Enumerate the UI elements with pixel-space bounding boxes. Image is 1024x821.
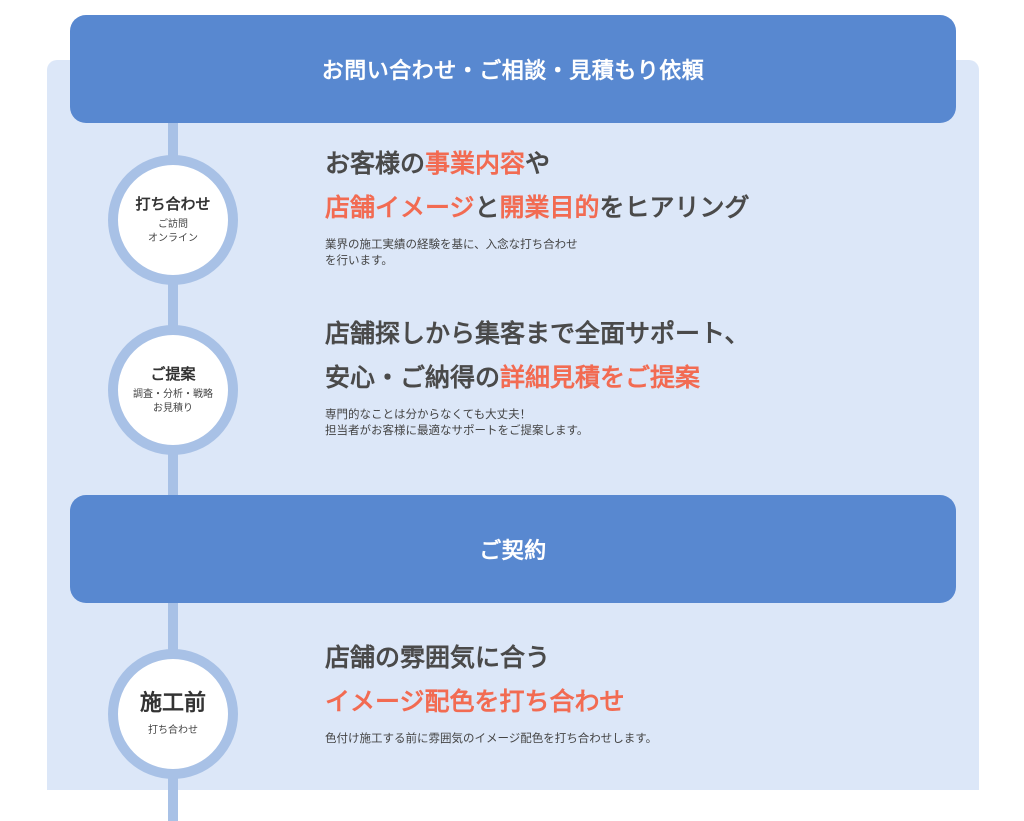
stage-header-label: ご契約 [479, 539, 547, 564]
step-circle-pre-construction: 施工前 打ち合わせ [108, 649, 238, 779]
timeline-connector [168, 440, 178, 500]
step-circle-proposal: ご提案 調査・分析・戦略 お見積り [108, 325, 238, 455]
step-circle-sub: ご訪問 [158, 219, 188, 230]
headline-highlight: 開業目的 [499, 193, 600, 222]
headline-highlight: 詳細見積をご提案 [500, 363, 701, 392]
step-description: 専門的なことは分からなくても大丈夫！ 担当者がお客様に最適なサポートをご提案しま… [325, 406, 885, 438]
headline-text: と [474, 193, 500, 222]
description-line: を行います。 [325, 253, 393, 267]
step-circle-title: 打ち合わせ [135, 195, 211, 213]
step-content-pre-construction: 店舗の雰囲気に合う イメージ配色を打ち合わせ 色付け施工する前に雰囲気のイメージ… [325, 636, 885, 746]
headline-highlight: 店舗イメージ [325, 193, 475, 222]
headline-line: お客様の事業内容や [325, 142, 885, 186]
timeline-connector [168, 270, 178, 330]
step-content-meeting: お客様の事業内容や 店舗イメージと開業目的をヒアリング 業界の施工実績の経験を基… [325, 142, 885, 268]
headline-text: 店舗の雰囲気に合う [325, 643, 551, 672]
step-headline: お客様の事業内容や 店舗イメージと開業目的をヒアリング [325, 142, 885, 230]
description-line: 専門的なことは分からなくても大丈夫！ [325, 407, 532, 421]
timeline-connector [168, 123, 178, 163]
step-circle-title: ご提案 [150, 365, 196, 383]
description-line: 色付け施工する前に雰囲気のイメージ配色を打ち合わせします。 [325, 731, 658, 745]
stage-header-inquiry: お問い合わせ・ご相談・見積もり依頼 [70, 15, 956, 123]
step-circle-sub: 打ち合わせ [148, 725, 198, 736]
description-line: 担当者がお客様に最適なサポートをご提案します。 [325, 423, 589, 437]
step-content-proposal: 店舗探しから集客まで全面サポート、 安心・ご納得の詳細見積をご提案 専門的なこと… [325, 312, 885, 438]
timeline-connector [168, 765, 178, 821]
headline-highlight: 事業内容 [425, 149, 526, 178]
headline-text: 店舗探しから集客まで全面サポート、 [325, 319, 750, 348]
stage-header-contract: ご契約 [70, 495, 956, 603]
timeline-connector [168, 600, 178, 655]
headline-highlight: イメージ配色を打ち合わせ [325, 687, 625, 716]
step-circle-sub: お見積り [153, 403, 193, 414]
step-circle-sub: オンライン [148, 233, 198, 244]
step-circle-sub: 調査・分析・戦略 [133, 389, 213, 400]
headline-text: お客様の [325, 149, 426, 178]
step-description: 業界の施工実績の経験を基に、入念な打ち合わせ を行います。 [325, 236, 885, 268]
headline-text: や [525, 149, 551, 178]
description-line: 業界の施工実績の経験を基に、入念な打ち合わせ [325, 237, 578, 251]
step-description: 色付け施工する前に雰囲気のイメージ配色を打ち合わせします。 [325, 730, 885, 746]
step-headline: 店舗探しから集客まで全面サポート、 安心・ご納得の詳細見積をご提案 [325, 312, 885, 400]
stage-header-label: お問い合わせ・ご相談・見積もり依頼 [321, 59, 705, 84]
headline-line: 店舗探しから集客まで全面サポート、 [325, 312, 885, 356]
headline-line: 店舗イメージと開業目的をヒアリング [325, 186, 885, 230]
step-circle-title: 施工前 [139, 691, 206, 716]
headline-text: 安心・ご納得の [325, 363, 501, 392]
step-circle-meeting: 打ち合わせ ご訪問 オンライン [108, 155, 238, 285]
headline-line: イメージ配色を打ち合わせ [325, 680, 885, 724]
headline-line: 安心・ご納得の詳細見積をご提案 [325, 356, 885, 400]
headline-line: 店舗の雰囲気に合う [325, 636, 885, 680]
step-headline: 店舗の雰囲気に合う イメージ配色を打ち合わせ [325, 636, 885, 724]
headline-text: をヒアリング [599, 193, 750, 222]
